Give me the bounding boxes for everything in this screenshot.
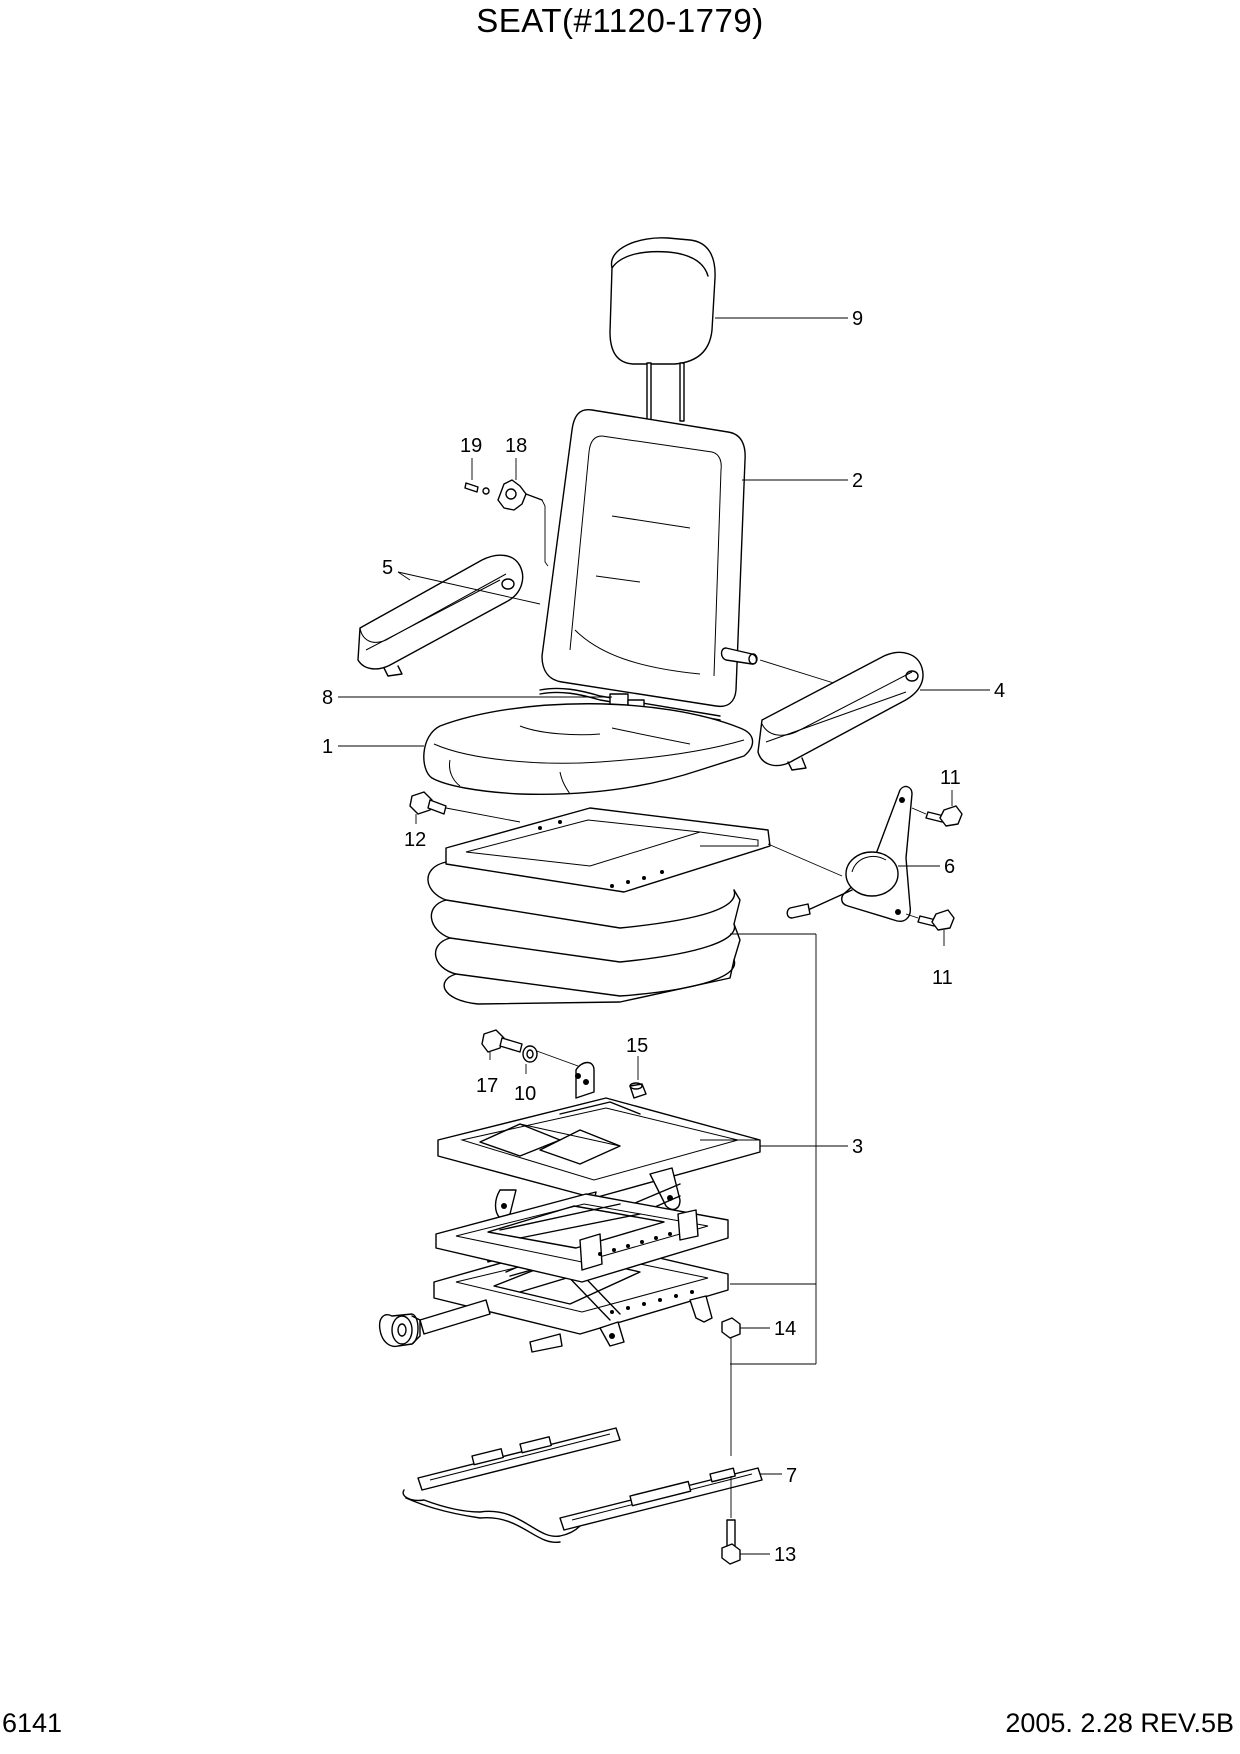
- callout-5: 5: [382, 557, 393, 579]
- bushing-15: [629, 1082, 647, 1099]
- slide-rails: [402, 1427, 763, 1543]
- callout-15: 15: [626, 1035, 648, 1057]
- callout-1: 1: [322, 736, 333, 758]
- callout-7: 7: [786, 1465, 797, 1487]
- callout-13: 13: [774, 1544, 796, 1566]
- callout-6: 6: [944, 856, 955, 878]
- callout-3: 3: [852, 1136, 863, 1158]
- page-title: SEAT(#1120-1779): [476, 2, 764, 39]
- backrest: [541, 408, 746, 708]
- callout-12: 12: [404, 829, 426, 851]
- callout-18: 18: [505, 435, 527, 457]
- headrest: [609, 237, 716, 430]
- callout-2: 2: [852, 470, 863, 492]
- seat-cushion: [423, 703, 754, 796]
- bolt-13: [721, 1476, 741, 1565]
- callout-19: 19: [460, 435, 482, 457]
- tilt-lever-bracket: [786, 785, 913, 922]
- page-number: 6141: [2, 1708, 63, 1738]
- callout-14: 14: [774, 1318, 796, 1340]
- revision-date: 2005. 2.28 REV.5B: [1005, 1708, 1234, 1738]
- armrest-right: [757, 651, 924, 771]
- callout-8: 8: [322, 687, 333, 709]
- leader-5: [397, 571, 541, 605]
- bolt-17: [481, 1029, 579, 1067]
- callout-9: 9: [852, 308, 863, 330]
- recline-knob: [497, 479, 549, 567]
- scissor-mechanism: [433, 1183, 729, 1353]
- pin: [464, 482, 490, 495]
- washer-10: [522, 1045, 538, 1063]
- suspension-upper-plate: [437, 1061, 761, 1237]
- leader-3-group: [730, 933, 848, 1365]
- seat-belt: [539, 687, 721, 721]
- callout-11-lower: 11: [932, 967, 953, 989]
- bolt-11-lower: [905, 909, 955, 931]
- callout-17: 17: [476, 1075, 498, 1097]
- callout-10: 10: [514, 1083, 536, 1105]
- nut-14: [721, 1317, 741, 1456]
- seat-frame: [445, 807, 843, 893]
- bolt-12: [409, 791, 521, 823]
- armrest-left: [357, 554, 524, 677]
- height-adjust-knob: [378, 1299, 491, 1348]
- bolt-11-upper: [911, 805, 963, 827]
- bellows-cover: [427, 861, 741, 1005]
- callout-4: 4: [994, 680, 1005, 702]
- callout-11-upper: 11: [940, 767, 961, 789]
